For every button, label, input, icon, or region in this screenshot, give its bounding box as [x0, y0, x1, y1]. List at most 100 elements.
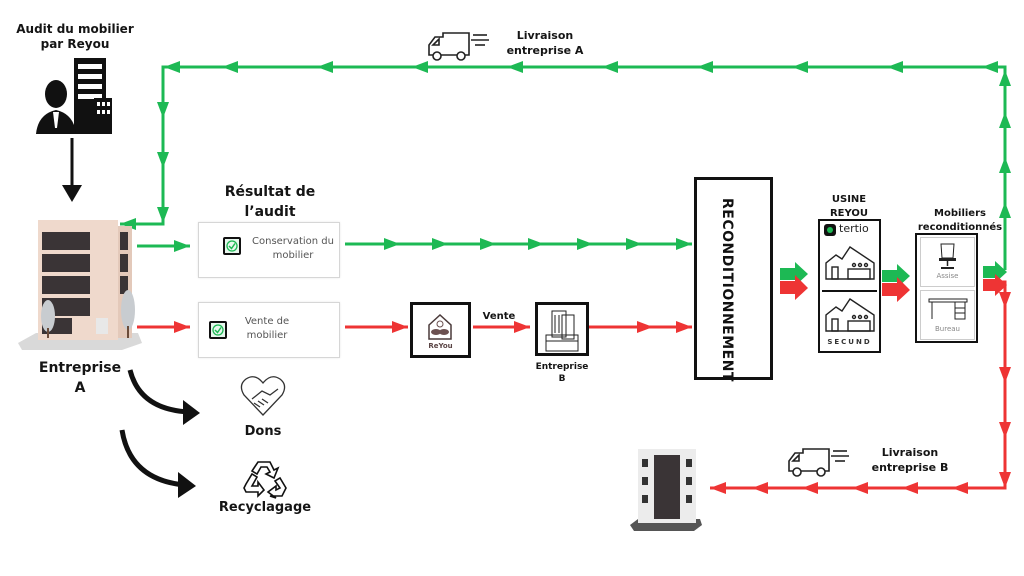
- green-arrowhead: [412, 61, 428, 73]
- livraison-a-line2: entreprise A: [506, 44, 584, 57]
- vente-box[interactable]: Vente de mobilier: [198, 302, 340, 358]
- red-arrowhead: [952, 482, 968, 494]
- red-arrowhead: [514, 321, 530, 333]
- usine-line2: REYOU: [829, 208, 869, 219]
- green-arrowhead: [432, 238, 448, 250]
- green-arrowhead: [999, 202, 1011, 218]
- dons-arrowhead: [183, 400, 200, 425]
- red-arrowhead: [637, 321, 653, 333]
- green-arrowhead: [480, 238, 496, 250]
- entreprise-a-line2: A: [74, 380, 86, 396]
- recycle-arrowhead: [178, 472, 196, 498]
- green-arrowhead: [157, 152, 169, 168]
- bureau-label: Bureau: [935, 325, 960, 333]
- assise-label: Assise: [936, 272, 959, 280]
- red-arrowhead: [852, 482, 868, 494]
- mobiliers-box[interactable]: Assise Bureau: [915, 233, 978, 343]
- bureau-card[interactable]: Bureau: [920, 290, 975, 340]
- vente-line2: mobilier: [246, 330, 288, 341]
- audit-label-line2: par Reyou: [40, 37, 110, 51]
- vente-line1: Vente de: [244, 316, 290, 327]
- green-arrowhead: [174, 240, 190, 252]
- red-arrowhead: [802, 482, 818, 494]
- green-arrowhead: [626, 238, 642, 250]
- resultat-line2: l’audit: [244, 204, 296, 220]
- conservation-text: Conservation du mobilier: [247, 235, 339, 263]
- block-arrow-usine-to-mobiliers: [882, 264, 910, 302]
- green-arrowhead: [222, 61, 238, 73]
- livraison-b-line2: entreprise B: [871, 461, 949, 474]
- office-building-icon: [628, 445, 704, 533]
- livraison-a-line1: Livraison: [516, 29, 574, 42]
- green-arrowhead: [792, 61, 808, 73]
- green-arrowhead: [999, 157, 1011, 173]
- assise-card[interactable]: Assise: [920, 237, 975, 287]
- livraison-a-label: Livraison entreprise A: [500, 28, 590, 58]
- red-arrowhead: [752, 482, 768, 494]
- reyou-logo-icon: [428, 313, 452, 340]
- reconditionnement-box[interactable]: RECONDITIONNEMENT: [694, 177, 773, 382]
- red-arrowhead: [999, 367, 1011, 383]
- dons-label: Dons: [244, 424, 282, 439]
- red-arrowhead: [999, 422, 1011, 438]
- entreprise-b-line1: Entreprise: [535, 362, 589, 372]
- reyou-box[interactable]: ReYou: [410, 302, 471, 358]
- red-arrowhead: [999, 472, 1011, 488]
- checkbox-icon: [209, 321, 227, 339]
- red-arrowhead: [392, 321, 408, 333]
- green-arrowhead: [157, 207, 169, 223]
- office-building-icon: [18, 218, 142, 353]
- desk-icon: [928, 298, 968, 320]
- delivery-truck-icon: [785, 443, 853, 479]
- vente-text: Vente de mobilier: [229, 315, 305, 343]
- dons-curve-arrow: [127, 369, 191, 415]
- audit-down-arrowhead: [62, 185, 82, 202]
- green-arrowhead: [602, 61, 618, 73]
- green-arrowhead: [577, 238, 593, 250]
- reyou-logo-text: ReYou: [428, 342, 453, 350]
- block-arrow-mobiliers-out: [983, 261, 1007, 296]
- livraison-b-line1: Livraison: [881, 446, 939, 459]
- livraison-b-label: Livraison entreprise B: [860, 445, 960, 475]
- green-arrowhead: [507, 61, 523, 73]
- office-building-icon: [545, 310, 579, 352]
- block-arrow-recond-to-usine: [780, 262, 808, 300]
- green-arrowhead: [676, 238, 692, 250]
- entreprise-a-label: Entreprise A: [20, 358, 140, 398]
- handshake-heart-icon: [238, 373, 288, 419]
- green-arrowhead: [999, 112, 1011, 128]
- usine-label: USINE REYOU: [814, 193, 884, 221]
- green-arrowhead: [697, 61, 713, 73]
- mobiliers-label: Mobiliers reconditionnés: [910, 207, 1010, 235]
- recyclage-label: Recyclagage: [218, 500, 312, 515]
- tertio-label: tertio: [839, 222, 869, 235]
- red-arrowhead: [676, 321, 692, 333]
- vente-arrow-label: Vente: [482, 311, 516, 322]
- resultat-audit-title: Résultat de l’audit: [210, 182, 330, 222]
- recycle-curve-arrow: [119, 429, 186, 488]
- audit-label: Audit du mobilier par Reyou: [10, 22, 140, 52]
- green-arrowhead: [887, 61, 903, 73]
- recycle-icon: [240, 458, 288, 500]
- tertio-logo-icon: [824, 224, 836, 236]
- entreprise-a-line1: Entreprise: [38, 360, 122, 376]
- secund-label: SECUND: [827, 338, 872, 346]
- mobiliers-line1: Mobiliers: [934, 208, 986, 219]
- entreprise-b-line2: B: [558, 374, 566, 384]
- green-arrowhead: [157, 102, 169, 118]
- reconditionnement-label: RECONDITIONNEMENT: [719, 198, 735, 382]
- red-arrowhead: [902, 482, 918, 494]
- office-chair-icon: [939, 243, 956, 269]
- resultat-line1: Résultat de: [224, 184, 316, 200]
- conservation-box[interactable]: Conservation du mobilier: [198, 222, 340, 278]
- green-arrowhead: [982, 61, 998, 73]
- mobiliers-line2: reconditionnés: [917, 222, 1003, 233]
- usine-box[interactable]: tertio SECUND: [818, 219, 881, 353]
- green-arrowhead: [164, 61, 180, 73]
- entreprise-b-box[interactable]: [535, 302, 589, 356]
- entreprise-b-label: Entreprise B: [527, 361, 597, 385]
- conservation-line2: mobilier: [272, 250, 314, 261]
- green-arrowhead: [317, 61, 333, 73]
- red-arrowhead: [999, 292, 1011, 308]
